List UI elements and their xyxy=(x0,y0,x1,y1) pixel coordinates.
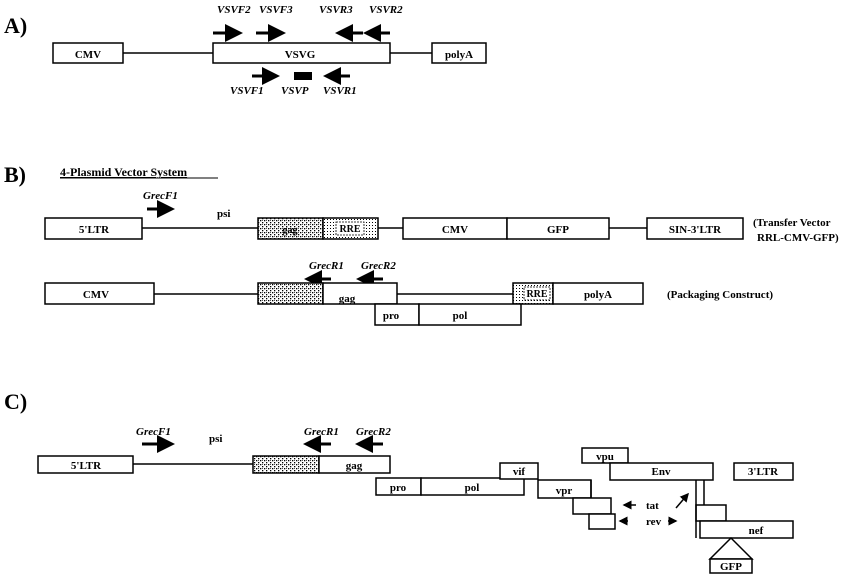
pro-label-pkg: pro xyxy=(383,310,400,322)
cmv-label-pkg: CMV xyxy=(83,289,109,301)
vsvf2-label: VSVF2 xyxy=(217,4,251,16)
cmv-box-a xyxy=(52,42,124,64)
transfer-caption-2: RRL-CMV-GFP) xyxy=(757,232,839,244)
env-box xyxy=(609,462,714,481)
grecr2-label-b: GrecR2 xyxy=(361,260,396,272)
polya-label-pkg: polyA xyxy=(584,289,612,301)
ltr5-box-b xyxy=(44,217,143,240)
vsvg-label: VSVG xyxy=(285,49,316,61)
tat-diagonal-arrow xyxy=(675,492,689,509)
panel-b-letter: B) xyxy=(4,162,26,187)
tat-label: tat xyxy=(646,500,659,512)
vif-label: vif xyxy=(513,466,526,478)
polya-label-a: polyA xyxy=(445,49,473,61)
vsvp-probe xyxy=(294,72,312,80)
gfp-box-c xyxy=(709,558,753,574)
gfp-label-c: GFP xyxy=(720,561,742,573)
rev-label: rev xyxy=(646,516,662,528)
gag-label-c: gag xyxy=(346,460,363,472)
pol-box-c xyxy=(420,477,525,496)
rre-label-b: RRE xyxy=(339,224,360,235)
panel-c-letter: C) xyxy=(4,389,27,414)
pro-label-c: pro xyxy=(390,482,407,494)
cmv-box-pkg xyxy=(44,282,155,305)
panel-a-letter: A) xyxy=(4,13,27,38)
gfp-box-b xyxy=(506,217,610,240)
gfp-label-b: GFP xyxy=(547,224,569,236)
vsvp-label: VSVP xyxy=(281,85,309,97)
vpu-box xyxy=(581,447,629,464)
vsvg-box xyxy=(212,42,391,64)
vsvr2-label: VSVR2 xyxy=(369,4,403,16)
polya-box-pkg xyxy=(552,282,644,305)
panel-b-heading: 4-Plasmid Vector System xyxy=(60,165,187,179)
nef-box xyxy=(699,520,794,539)
transfer-caption-1: (Transfer Vector xyxy=(753,217,831,229)
grecf1-label-b: GrecF1 xyxy=(143,190,178,202)
sin-ltr-box xyxy=(646,217,744,240)
vpr-label: vpr xyxy=(556,485,573,497)
env-label: Env xyxy=(652,466,671,478)
pol-box-pkg xyxy=(418,303,522,326)
polya-box-a xyxy=(431,42,487,64)
grecr1-label-c: GrecR1 xyxy=(304,426,339,438)
sin-ltr-label: SIN-3'LTR xyxy=(669,224,722,236)
gag-label-pkg: gag xyxy=(339,293,356,305)
vsvf1-label: VSVF1 xyxy=(230,85,264,97)
nef-label: nef xyxy=(749,525,764,537)
gag-box-pkg xyxy=(322,282,398,305)
rev-exon-box xyxy=(588,513,616,530)
vsvr1-label: VSVR1 xyxy=(323,85,357,97)
psi-label-c: psi xyxy=(209,433,222,445)
pol-label-c: pol xyxy=(465,482,480,494)
vsvr3-label: VSVR3 xyxy=(319,4,353,16)
ltr5-label-c: 5'LTR xyxy=(71,460,102,472)
gfp-insert-triangle xyxy=(708,536,754,560)
gag-box-c xyxy=(318,455,391,474)
rre-label-pkg: RRE xyxy=(526,289,547,300)
grecr2-label-c: GrecR2 xyxy=(356,426,391,438)
cmv-label-a: CMV xyxy=(75,49,101,61)
cmv-label-b: CMV xyxy=(442,224,468,236)
grecr1-label-b: GrecR1 xyxy=(309,260,344,272)
psi-label-b: psi xyxy=(217,208,230,220)
gag-stipple-pkg xyxy=(257,282,324,305)
vif-box xyxy=(499,462,539,480)
vpu-label: vpu xyxy=(596,451,614,463)
tat-exon-box xyxy=(572,497,612,515)
vsvf3-label: VSVF3 xyxy=(259,4,293,16)
ltr3-label-c: 3'LTR xyxy=(748,466,779,478)
grecf1-label-c: GrecF1 xyxy=(136,426,171,438)
ltr5-box-c xyxy=(37,455,134,474)
gag-stipple-c xyxy=(252,455,320,474)
ltr3-box-c xyxy=(733,462,794,481)
pol-label-pkg: pol xyxy=(453,310,468,322)
packaging-caption: (Packaging Construct) xyxy=(667,289,773,301)
ltr5-label-b: 5'LTR xyxy=(79,224,110,236)
rev-exon2-box xyxy=(695,504,727,522)
gag-label-b: gag xyxy=(283,225,298,236)
